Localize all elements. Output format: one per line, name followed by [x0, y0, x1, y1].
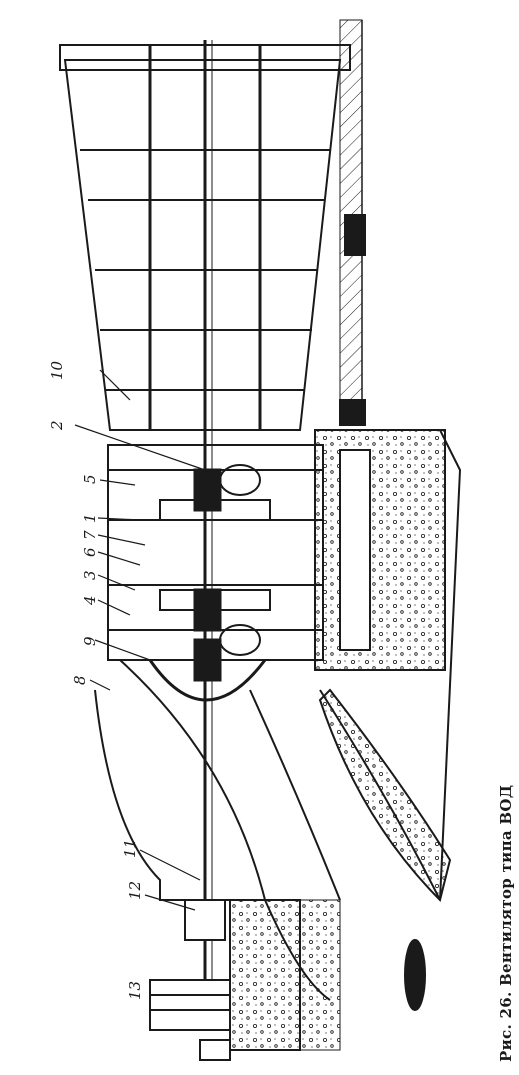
callout-1: 1: [81, 513, 99, 523]
callout-4: 4: [81, 595, 99, 606]
drive-motor: [149, 899, 301, 1061]
shaft: [193, 40, 222, 1000]
callout-6: 6: [81, 547, 99, 557]
callout-11: 11: [121, 839, 139, 858]
callout-3: 3: [81, 570, 99, 580]
callout-5: 5: [81, 474, 99, 484]
callout-13: 13: [126, 981, 144, 1000]
callout-7: 7: [81, 530, 99, 540]
callout-9: 9: [81, 636, 99, 646]
callout-2: 2: [48, 420, 66, 431]
figure-caption: Рис. 26. Вентилятор типа ВОД: [497, 784, 515, 1062]
callout-12: 12: [126, 881, 144, 900]
callout-10: 10: [48, 360, 66, 380]
inlet-elbow: [94, 429, 462, 1011]
callout-leaders: [74, 369, 206, 911]
callout-8: 8: [71, 675, 89, 685]
